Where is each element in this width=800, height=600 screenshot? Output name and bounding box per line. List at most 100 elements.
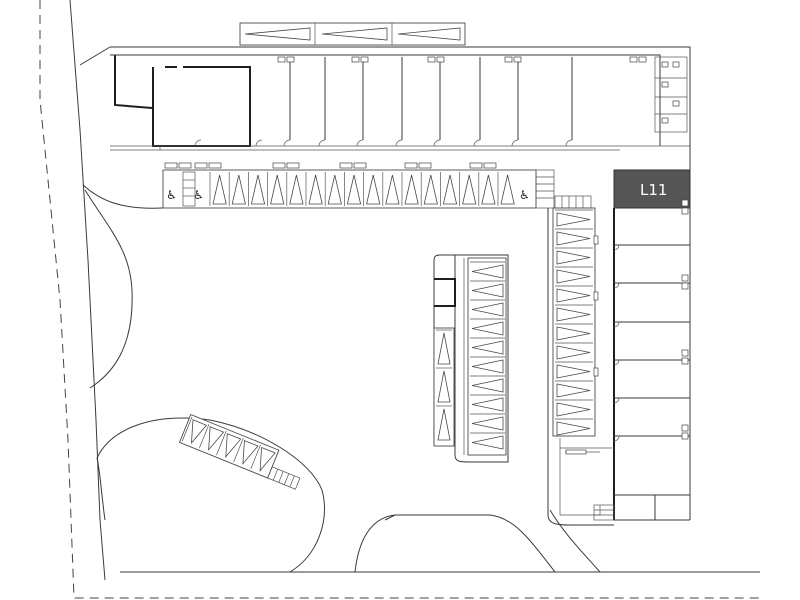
east-units [613,199,690,442]
device-marker [681,357,689,365]
parking-stall [556,383,591,398]
door-swing [613,359,620,366]
device-marker [427,56,436,63]
parking-stall [437,332,451,365]
parking-stall [270,174,285,205]
door-swing [395,139,403,147]
parking-stall [212,174,227,205]
parking-stall [556,402,591,417]
parking-stall [462,174,477,205]
device-marker [504,56,513,63]
north-building [110,54,661,151]
east-building: L11 [613,169,691,521]
parking-stall [242,440,259,465]
parking-stall [437,370,451,403]
l11-unit [613,169,691,209]
device-marker [681,207,689,215]
parking-stall [471,264,504,279]
door-swing [613,244,620,251]
roof-canopy [239,22,466,46]
parking-stall [308,174,323,205]
parking-stall [437,408,451,441]
parking-island-center [433,254,509,463]
driveway-right [549,509,601,573]
parking-stall [471,359,504,374]
parking-stall [556,307,591,322]
l11-label: L11 [640,181,667,199]
driveway-bottom [354,514,556,573]
drive-aisle-left-2 [84,189,133,389]
parking-stall [471,416,504,431]
stalls-center [470,261,505,450]
door-swing [613,321,620,328]
devices-top [164,162,497,169]
site-boundary-left [69,0,106,581]
device-marker [436,56,445,63]
accessible-stall-3: ♿ [519,188,530,202]
door-swing [433,139,441,147]
device-marker [418,162,432,169]
parking-stall [556,250,591,265]
device-marker [629,56,638,63]
stair-bottom-right [593,504,615,521]
device-marker [164,162,178,169]
device-marker [681,199,689,207]
door-swing [565,139,573,147]
parking-stall [225,433,242,458]
parking-stall [471,321,504,336]
device-marker [351,56,360,63]
door-swing [613,397,620,404]
parking-stall [404,174,419,205]
parking-stall [366,174,381,205]
device-marker [286,162,300,169]
stair-right [554,195,592,209]
parking-stall [556,345,591,360]
parking-stall [250,174,266,205]
device-marker [272,162,286,169]
parking-stall [556,231,591,246]
parking-stall [481,174,496,205]
parking-stall [471,302,504,317]
device-marker [404,162,418,169]
device-marker [286,56,295,63]
parking-stall [471,340,504,355]
accessible-stall-2: ♿ [193,188,204,202]
door-swing [473,139,481,147]
parking-stall [556,364,591,379]
parking-stall [471,397,504,412]
door-swing [318,139,326,147]
device-marker [483,162,497,169]
device-marker [638,56,647,63]
device-marker [469,162,483,169]
parking-row-top: ♿ ♿ ♿ [162,162,555,209]
parking-stall [471,378,504,393]
device-marker [681,424,689,432]
parking-pod-bottom-left [96,414,325,573]
door-swing [356,139,364,147]
parking-stall [556,326,591,341]
device-marker [681,349,689,357]
parking-stall [442,174,458,205]
stair-pod [267,466,301,490]
door-swing [613,435,620,442]
stalls-pod [181,417,276,472]
device-marker [681,432,689,440]
device-marker [513,56,522,63]
stalls-right [555,209,593,436]
parking-stall [208,426,225,452]
stalls-top [209,172,515,206]
parking-stall [500,174,515,205]
device-marker [681,282,689,290]
device-marker [277,56,286,63]
parking-stall [556,212,591,227]
parking-stall [231,174,246,205]
device-marker [353,162,367,169]
parking-stall [471,283,504,298]
stall-divider [250,444,261,470]
driveway-bottom-inner [384,514,396,521]
parking-column-right [547,195,615,526]
parking-stall [259,446,276,472]
parking-stall [556,288,591,303]
parking-stall [346,174,362,205]
property-line [39,0,760,599]
